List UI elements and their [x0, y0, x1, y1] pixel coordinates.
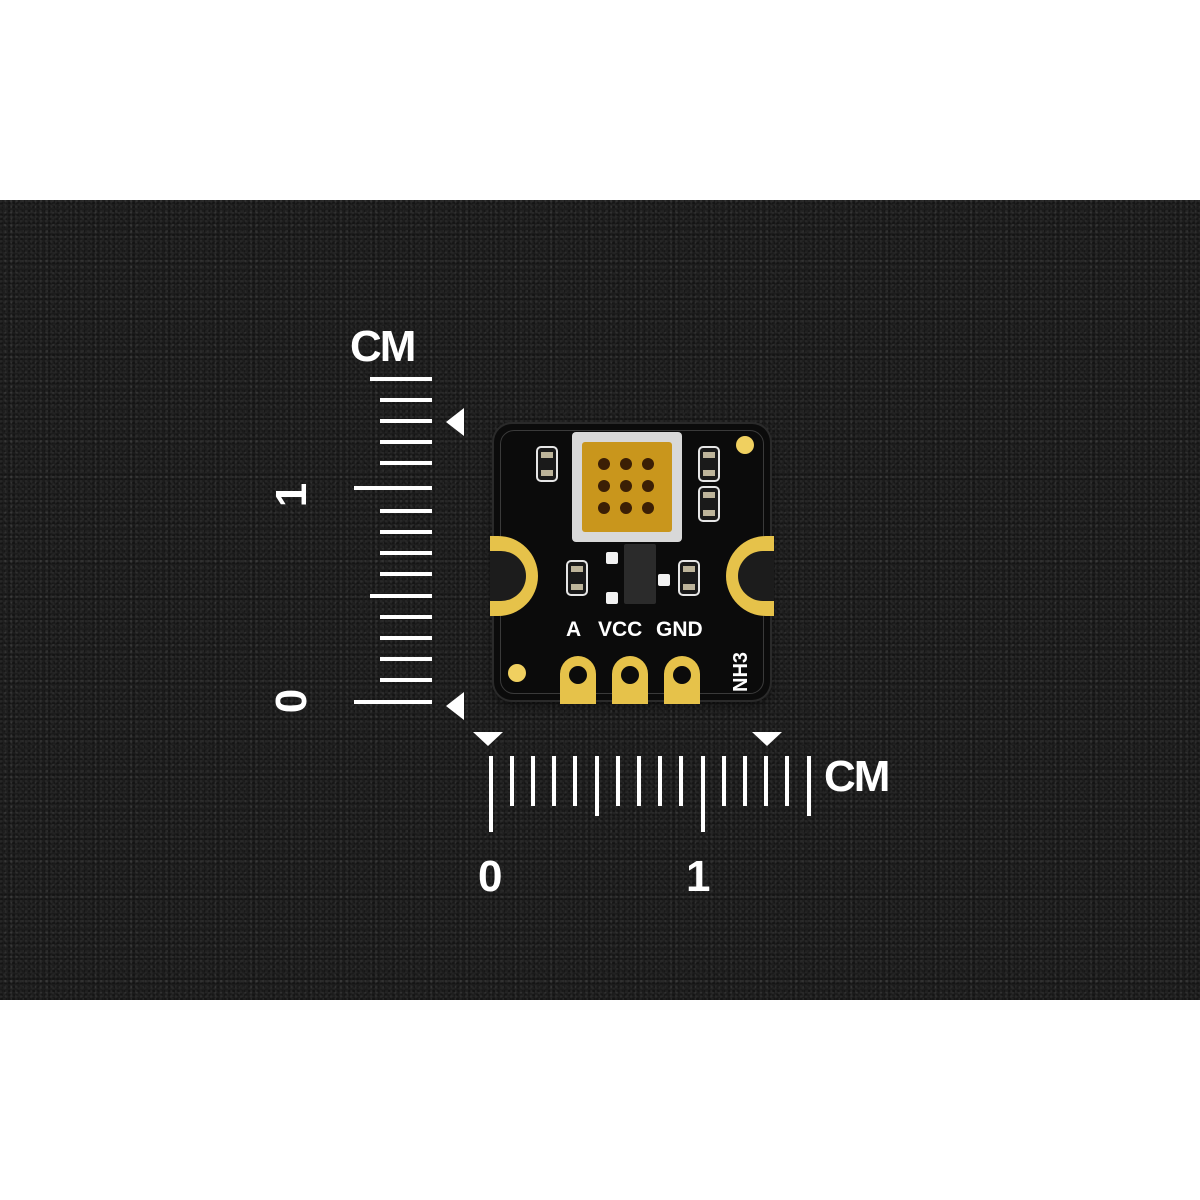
horizontal-ruler-unit: CM: [824, 752, 890, 801]
smd-capacitor: [698, 486, 720, 522]
sensor-vent-hole: [620, 480, 632, 492]
pin-label-a: A: [566, 618, 582, 641]
sensor-window: [582, 442, 672, 532]
gas-sensor-element: [572, 432, 682, 542]
pin-pad-gnd: [664, 656, 700, 704]
vertical-ruler-label-1: 1: [267, 482, 317, 508]
sensor-vent-hole: [642, 480, 654, 492]
sensor-pcb: A VCC GND NH3: [490, 424, 774, 704]
pin-pad-vcc: [612, 656, 648, 704]
sensor-vent-hole: [620, 458, 632, 470]
pin-label-gnd: GND: [656, 618, 703, 641]
sensor-vent-hole: [598, 480, 610, 492]
top-marker-triangle: [446, 408, 464, 436]
smd-resistor: [536, 446, 558, 482]
sensor-vent-hole: [642, 458, 654, 470]
sensor-vent-hole: [620, 502, 632, 514]
vertical-ruler-label-0: 0: [267, 688, 317, 714]
ic-pad: [606, 592, 618, 604]
ic-pad: [658, 574, 670, 586]
horizontal-ruler-label-1: 1: [686, 852, 711, 901]
smd-resistor: [698, 446, 720, 482]
sot-ic-chip: [624, 544, 656, 604]
sensor-vent-hole: [642, 502, 654, 514]
model-label: NH3: [730, 651, 752, 692]
horizontal-ruler-label-0: 0: [478, 852, 503, 901]
corner-pad: [736, 436, 754, 454]
pin-label-vcc: VCC: [598, 618, 643, 641]
corner-pad: [508, 664, 526, 682]
pin-pad-a: [560, 656, 596, 704]
sensor-vent-hole: [598, 502, 610, 514]
smd-resistor: [678, 560, 700, 596]
smd-resistor: [566, 560, 588, 596]
ic-pad: [606, 552, 618, 564]
sensor-vent-hole: [598, 458, 610, 470]
vertical-ruler-unit: CM: [350, 322, 416, 371]
